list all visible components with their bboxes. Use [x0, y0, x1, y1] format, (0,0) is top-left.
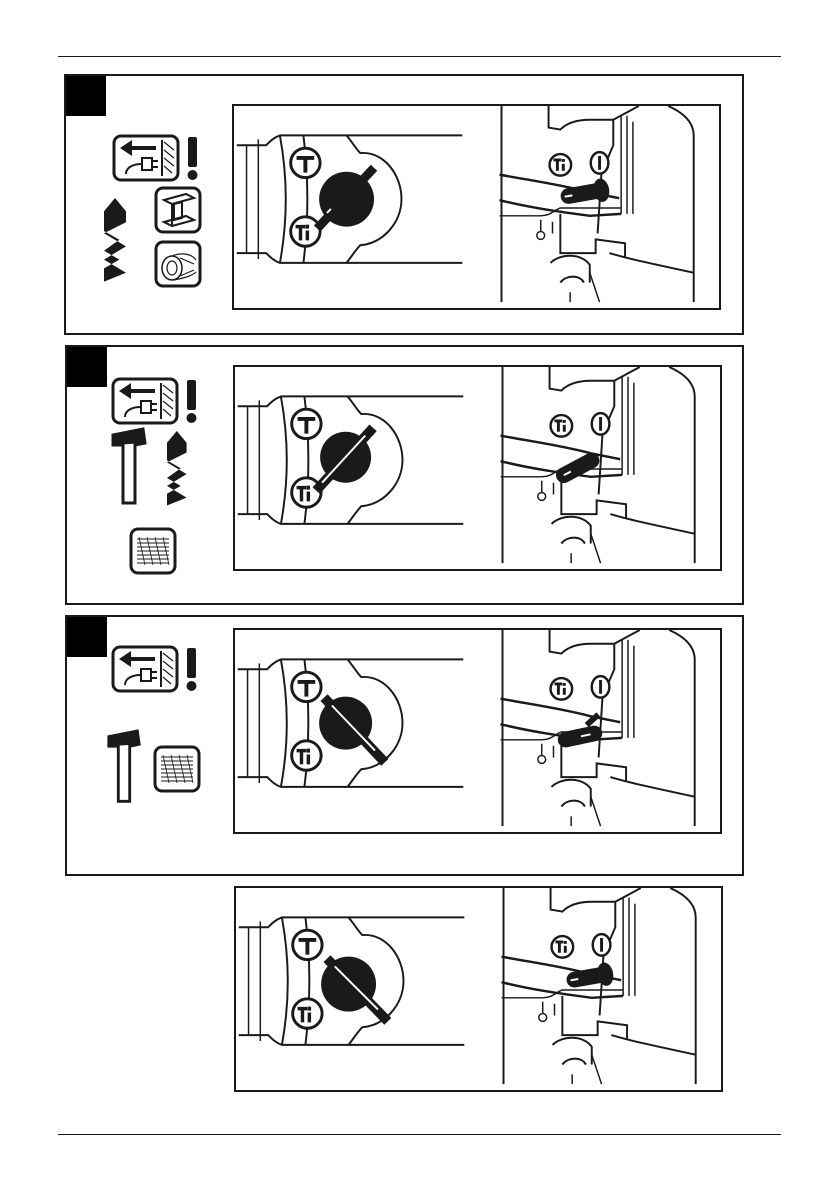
chisel-adjust-illustration [234, 886, 723, 1092]
figure-number-marker [67, 617, 107, 657]
rotary-switch [553, 450, 602, 486]
drill-bit-icon [167, 431, 187, 505]
rotary-switch [565, 961, 615, 992]
masonry-icon [131, 529, 175, 573]
header-rule [58, 56, 781, 57]
figure-number-marker [66, 76, 106, 116]
hammer-drill-mode-illustration [233, 365, 722, 571]
chisel-mode-illustration [233, 628, 722, 834]
masonry-icon [155, 747, 199, 791]
rotary-switch [559, 177, 611, 209]
panel-drill-mode [64, 74, 744, 335]
selector-knob [317, 168, 374, 229]
panel-1-icons [104, 128, 229, 298]
drill-bit-icon [104, 198, 126, 282]
hammer-icon [109, 731, 139, 801]
unplug-warning-icon [114, 136, 198, 180]
panel-3-icons [105, 645, 230, 815]
panel-2-icons [105, 377, 230, 577]
wood-icon [156, 242, 200, 286]
hammer-icon [113, 429, 145, 503]
steel-beam-icon [156, 188, 200, 232]
selector-knob [319, 697, 385, 763]
panel-chisel-mode [65, 615, 744, 876]
panel-hammer-drill-mode [65, 345, 744, 605]
unplug-warning-icon [113, 379, 197, 423]
footer-rule [58, 1134, 781, 1135]
unplug-warning-icon [113, 647, 197, 691]
drill-mode-illustration [232, 104, 721, 310]
figure-number-marker [67, 347, 107, 387]
selector-knob [321, 957, 388, 1022]
selector-knob [316, 428, 373, 491]
